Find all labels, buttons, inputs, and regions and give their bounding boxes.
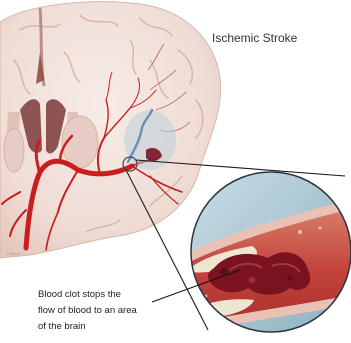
diagram-title: Ischemic Stroke — [212, 31, 297, 45]
caption-line-3: of the brain — [38, 319, 178, 335]
caption-line-1: Blood clot stops the — [38, 287, 178, 303]
clot-caption: Blood clot stops the flow of blood to an… — [38, 287, 178, 335]
blood-clot-illustration — [176, 172, 351, 332]
caption-line-2: flow of blood to an area — [38, 303, 178, 319]
illustration-credit: © Baum — [6, 251, 21, 256]
